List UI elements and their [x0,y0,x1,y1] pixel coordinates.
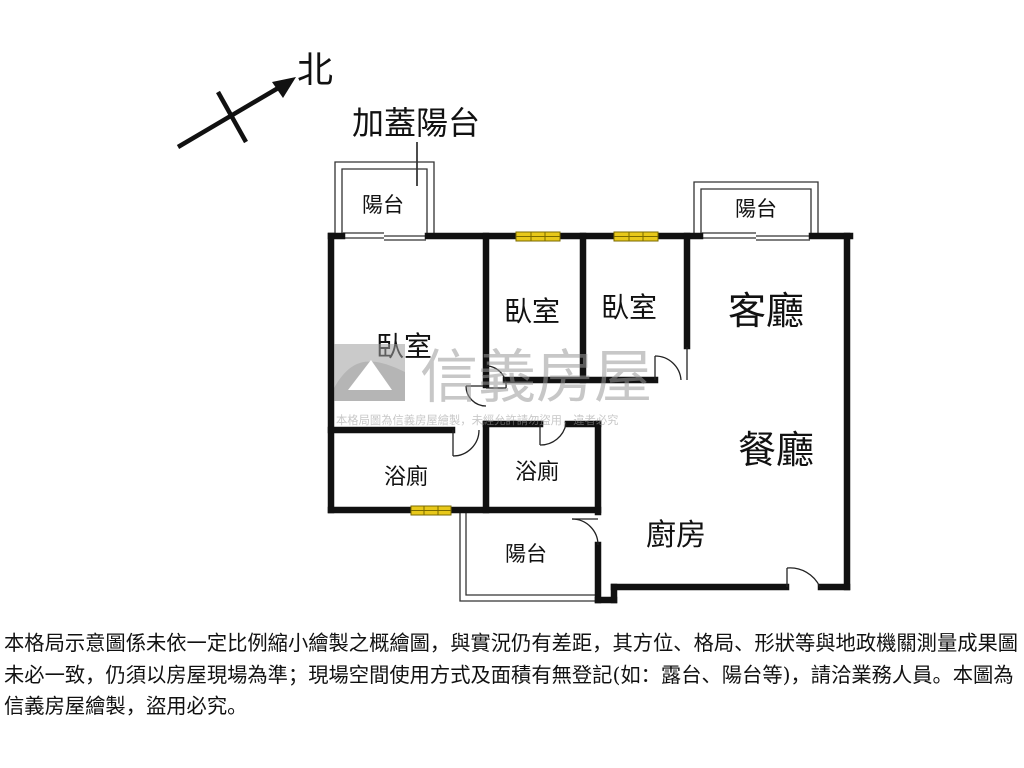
balcony-bottom-outline-inner [465,512,598,596]
room-label-living-room: 客廳 [728,289,804,333]
compass-arrow-head [272,77,296,98]
room-label-bathroom-left: 浴廁 [384,465,428,490]
balcony-bottom-outline-outer [459,512,598,602]
room-label-bathroom-center: 浴廁 [515,460,559,485]
watermark-brand: 信義房屋 [420,343,652,411]
watermark: 信義房屋 本格局圖為信義房屋繪製，未經允許請勿盜用，違者必究 [334,343,652,427]
door-swings [452,347,821,588]
walls [327,232,854,604]
room-label-bedroom-middle: 臥室 [504,295,560,328]
room-label-dining-room: 餐廳 [738,428,814,472]
balcony-top-right-outline-inner [700,188,812,236]
room-label-balcony-top-right: 陽台 [735,197,777,221]
compass: 北 [176,50,333,149]
watermark-notice: 本格局圖為信義房屋繪製，未經允許請勿盜用，違者必究 [336,413,618,427]
compass-cross-line [216,90,248,144]
balcony-top-left-outline-inner [341,168,428,236]
room-label-balcony-top-left: 陽台 [362,193,404,217]
balcony-top-right-outline-outer [693,181,819,236]
balcony-top-left-outline-outer [334,161,435,236]
room-label-balcony-bottom: 陽台 [505,542,547,566]
floor-plan: 北 加蓋陽台 [176,50,854,604]
compass-north-label: 北 [297,50,333,91]
sliding-doors [343,232,810,241]
windows [410,231,659,516]
brand-logo-icon [334,344,405,401]
balcony-outlines [334,161,819,602]
disclaimer-text: 本格局示意圖係未依一定比例縮小繪製之概繪圖，與實況仍有差距，其方位、格局、形狀等… [4,631,1019,718]
room-label-bedroom-right: 臥室 [601,291,657,324]
room-label-kitchen: 廚房 [646,518,706,553]
covered-balcony-label: 加蓋陽台 [352,104,480,142]
